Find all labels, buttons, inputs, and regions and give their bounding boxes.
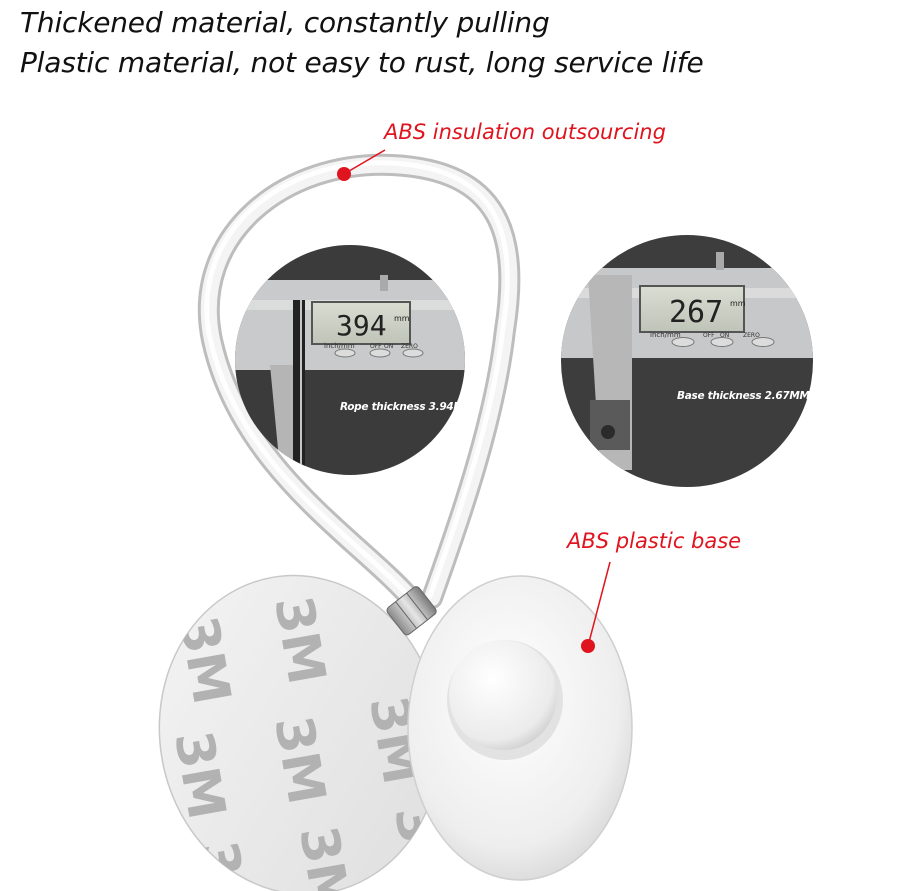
zoom-base-thickness: inch/mm OFF ON ZERO 267 mm (561, 235, 813, 487)
left-on-label: ON (384, 343, 393, 350)
insulation-dot (337, 167, 351, 181)
headline-line-1: Thickened material, constantly pulling (20, 6, 550, 39)
left-zero-label: ZERO (401, 343, 418, 350)
left-off-label: OFF (370, 343, 382, 350)
right-on-label: ON (720, 332, 729, 339)
pad-logo-7: 3M (287, 822, 361, 891)
left-units-label: inch/mm (324, 342, 355, 350)
callout-insulation: ABS insulation outsourcing (384, 120, 666, 144)
base-thickness-caption: Base thickness 2.67MM (677, 390, 810, 402)
right-lcd-reading: 267 (669, 295, 723, 330)
right-zero-label: ZERO (743, 332, 760, 339)
headline-line-2: Plastic material, not easy to rust, long… (20, 46, 704, 79)
right-lcd-unit: mm (730, 299, 746, 308)
insulation-leader (343, 149, 386, 175)
base-dome (449, 640, 557, 750)
ferrule-nut (386, 586, 437, 636)
right-units-label: inch/mm (650, 331, 681, 339)
left-lcd-unit: mm (394, 314, 410, 323)
callout-base: ABS plastic base (567, 529, 742, 553)
zoom-rope-thickness: inch/mm OFF ON ZERO 394 mm (235, 245, 465, 475)
rope-thickness-caption: Rope thickness 3.94MM (340, 401, 474, 413)
base-leader (587, 561, 611, 647)
base-dot (581, 639, 595, 653)
left-lcd-reading: 394 (336, 309, 387, 342)
right-off-label: OFF (703, 332, 715, 339)
